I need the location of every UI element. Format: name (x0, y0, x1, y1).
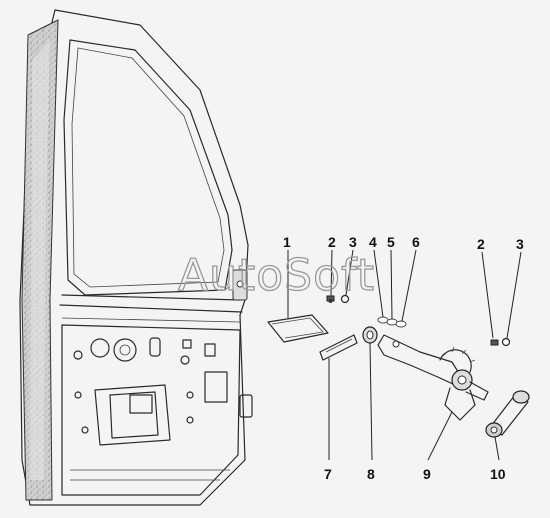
part-2-bolt-right (490, 339, 499, 346)
leader-2-left (330, 249, 333, 297)
leader-9 (427, 411, 453, 461)
leader-3-right (506, 251, 522, 339)
callout-10: 10 (490, 466, 506, 482)
part-3-washer-left (340, 294, 350, 304)
part-2-bolt-left (326, 295, 335, 303)
part-7-guide-rail (319, 334, 358, 361)
callout-4: 4 (369, 234, 377, 250)
callout-9: 9 (423, 466, 431, 482)
leader-10 (494, 436, 500, 461)
part-10-window-crank-handle (485, 390, 530, 438)
leader-3-left (345, 249, 354, 296)
leader-4 (373, 249, 384, 318)
callout-7: 7 (324, 466, 332, 482)
callout-8: 8 (367, 466, 375, 482)
leader-2-right (481, 251, 494, 339)
callout-3-right: 3 (516, 236, 524, 252)
part-6-ring (395, 320, 407, 328)
part-5-ring (386, 318, 398, 326)
callout-3-left: 3 (349, 234, 357, 250)
callout-2-right: 2 (477, 236, 485, 252)
part-9-window-regulator (377, 334, 489, 421)
door-frame (19, 9, 253, 506)
part-8-spacer (362, 326, 378, 344)
leader-lines (287, 249, 522, 461)
callout-1: 1 (283, 234, 291, 250)
watermark-text: AutoSoft (178, 250, 375, 301)
callout-2-left: 2 (328, 234, 336, 250)
callout-labels: 1 2 3 4 5 6 2 3 7 8 9 10 (283, 234, 524, 482)
callout-6: 6 (412, 234, 420, 250)
part-1-plate (267, 314, 329, 343)
leader-5 (390, 249, 393, 320)
leader-6 (401, 249, 417, 322)
part-3-washer-right (501, 337, 511, 347)
leader-8 (369, 342, 373, 461)
part-4-ring (377, 316, 389, 324)
callout-5: 5 (387, 234, 395, 250)
